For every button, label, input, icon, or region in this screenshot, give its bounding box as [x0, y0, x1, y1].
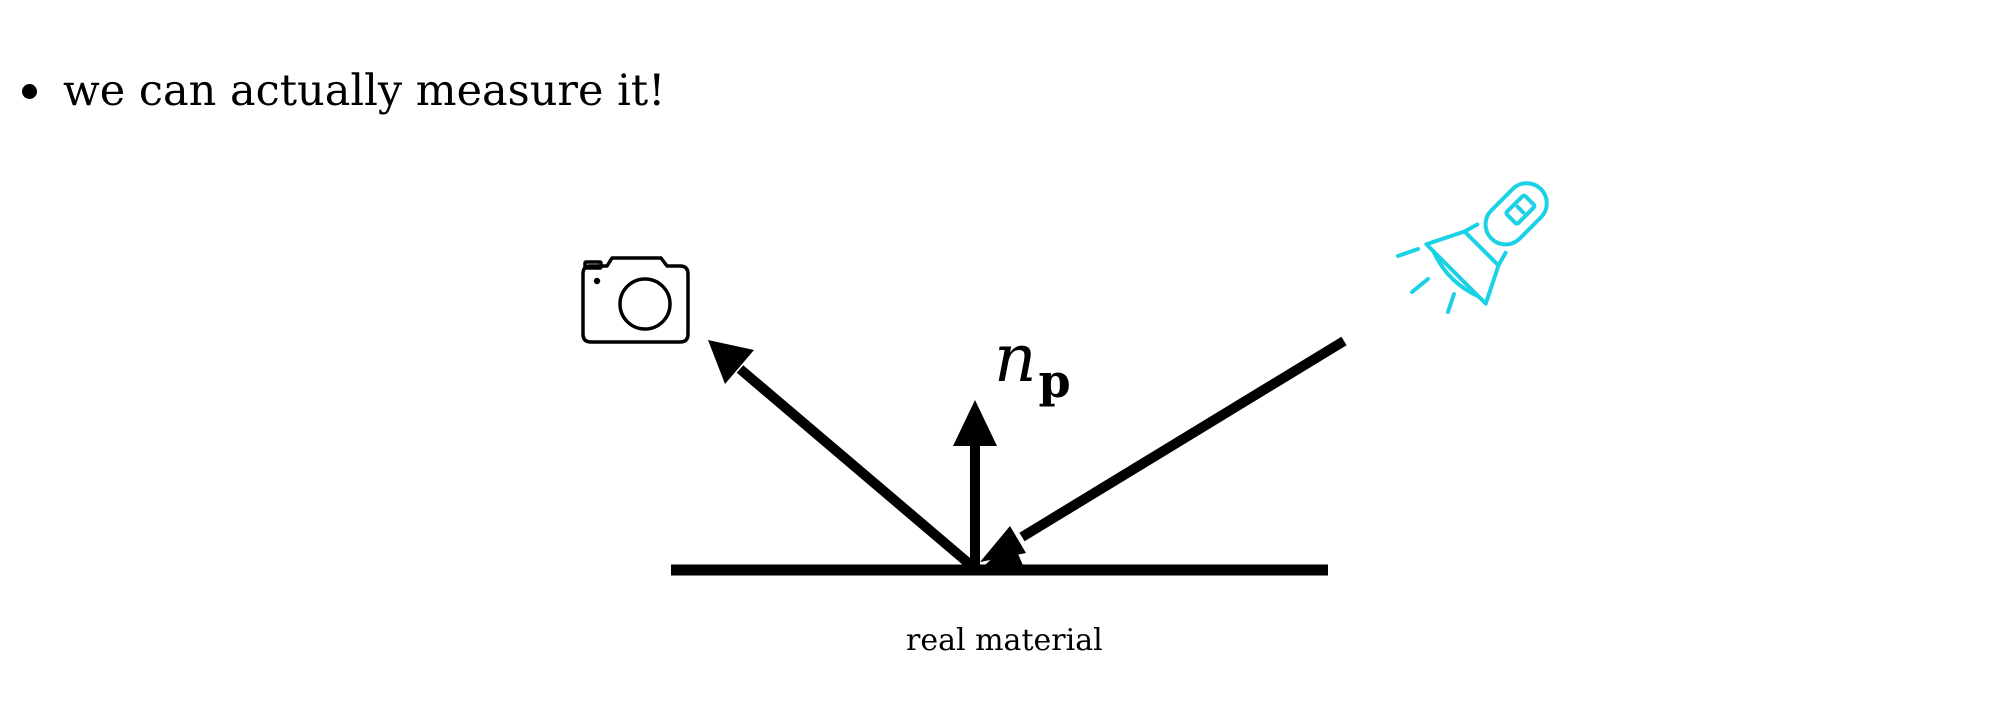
bullet-item: we can actually measure it! [22, 70, 665, 113]
reflected-ray-arrow [708, 340, 977, 571]
normal-arrow [953, 400, 997, 567]
camera-icon [581, 256, 690, 344]
normal-symbol: n [994, 320, 1037, 397]
material-caption: real material [906, 623, 1103, 658]
bullet-dot [22, 84, 37, 99]
bullet-text: we can actually measure it! [63, 66, 666, 116]
normal-subscript: p [1038, 354, 1071, 408]
flashlight-icon [1396, 181, 1549, 314]
incident-ray-arrow [980, 336, 1347, 570]
normal-label: np [994, 326, 1071, 405]
